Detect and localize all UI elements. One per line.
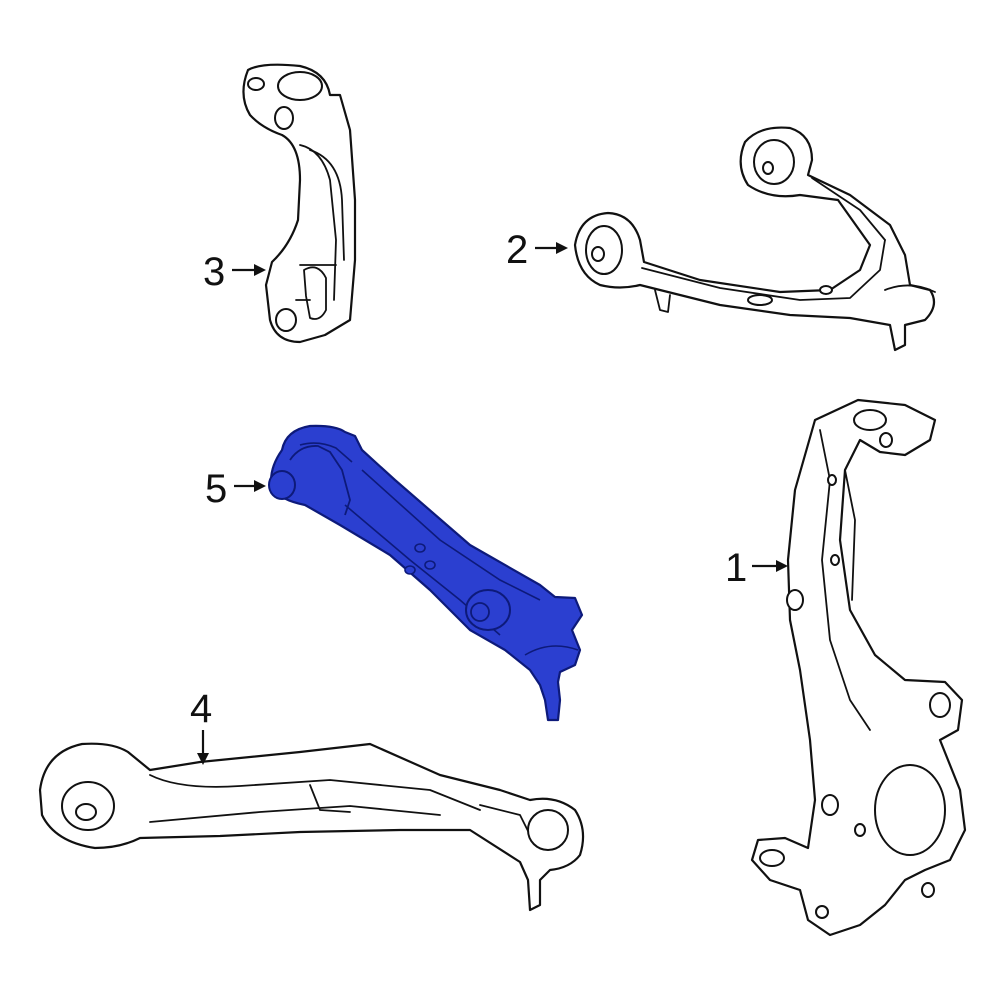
- callout-arrowhead-1: [776, 560, 788, 572]
- callout-1: 1: [725, 546, 788, 590]
- part-1-steering-knuckle[interactable]: [750, 398, 967, 937]
- callout-4: 4: [190, 687, 212, 765]
- callout-label-4: 4: [190, 687, 212, 731]
- callout-label-1: 1: [725, 546, 747, 590]
- part-2-upper-control-arm[interactable]: [573, 126, 936, 352]
- part-5-control-arm-highlighted[interactable]: [268, 424, 584, 722]
- part-4-lower-control-arm[interactable]: [38, 742, 585, 912]
- part-3-bracket[interactable]: [242, 63, 357, 344]
- callout-arrowhead-4: [197, 753, 209, 765]
- callout-5: 5: [205, 467, 266, 511]
- callout-label-5: 5: [205, 467, 227, 511]
- callout-arrowhead-2: [556, 242, 568, 254]
- callout-label-3: 3: [203, 250, 225, 294]
- callout-arrowhead-3: [254, 264, 266, 276]
- callout-2: 2: [506, 228, 568, 272]
- callout-arrowhead-5: [254, 480, 266, 492]
- callout-3: 3: [203, 250, 266, 294]
- callout-label-2: 2: [506, 228, 528, 272]
